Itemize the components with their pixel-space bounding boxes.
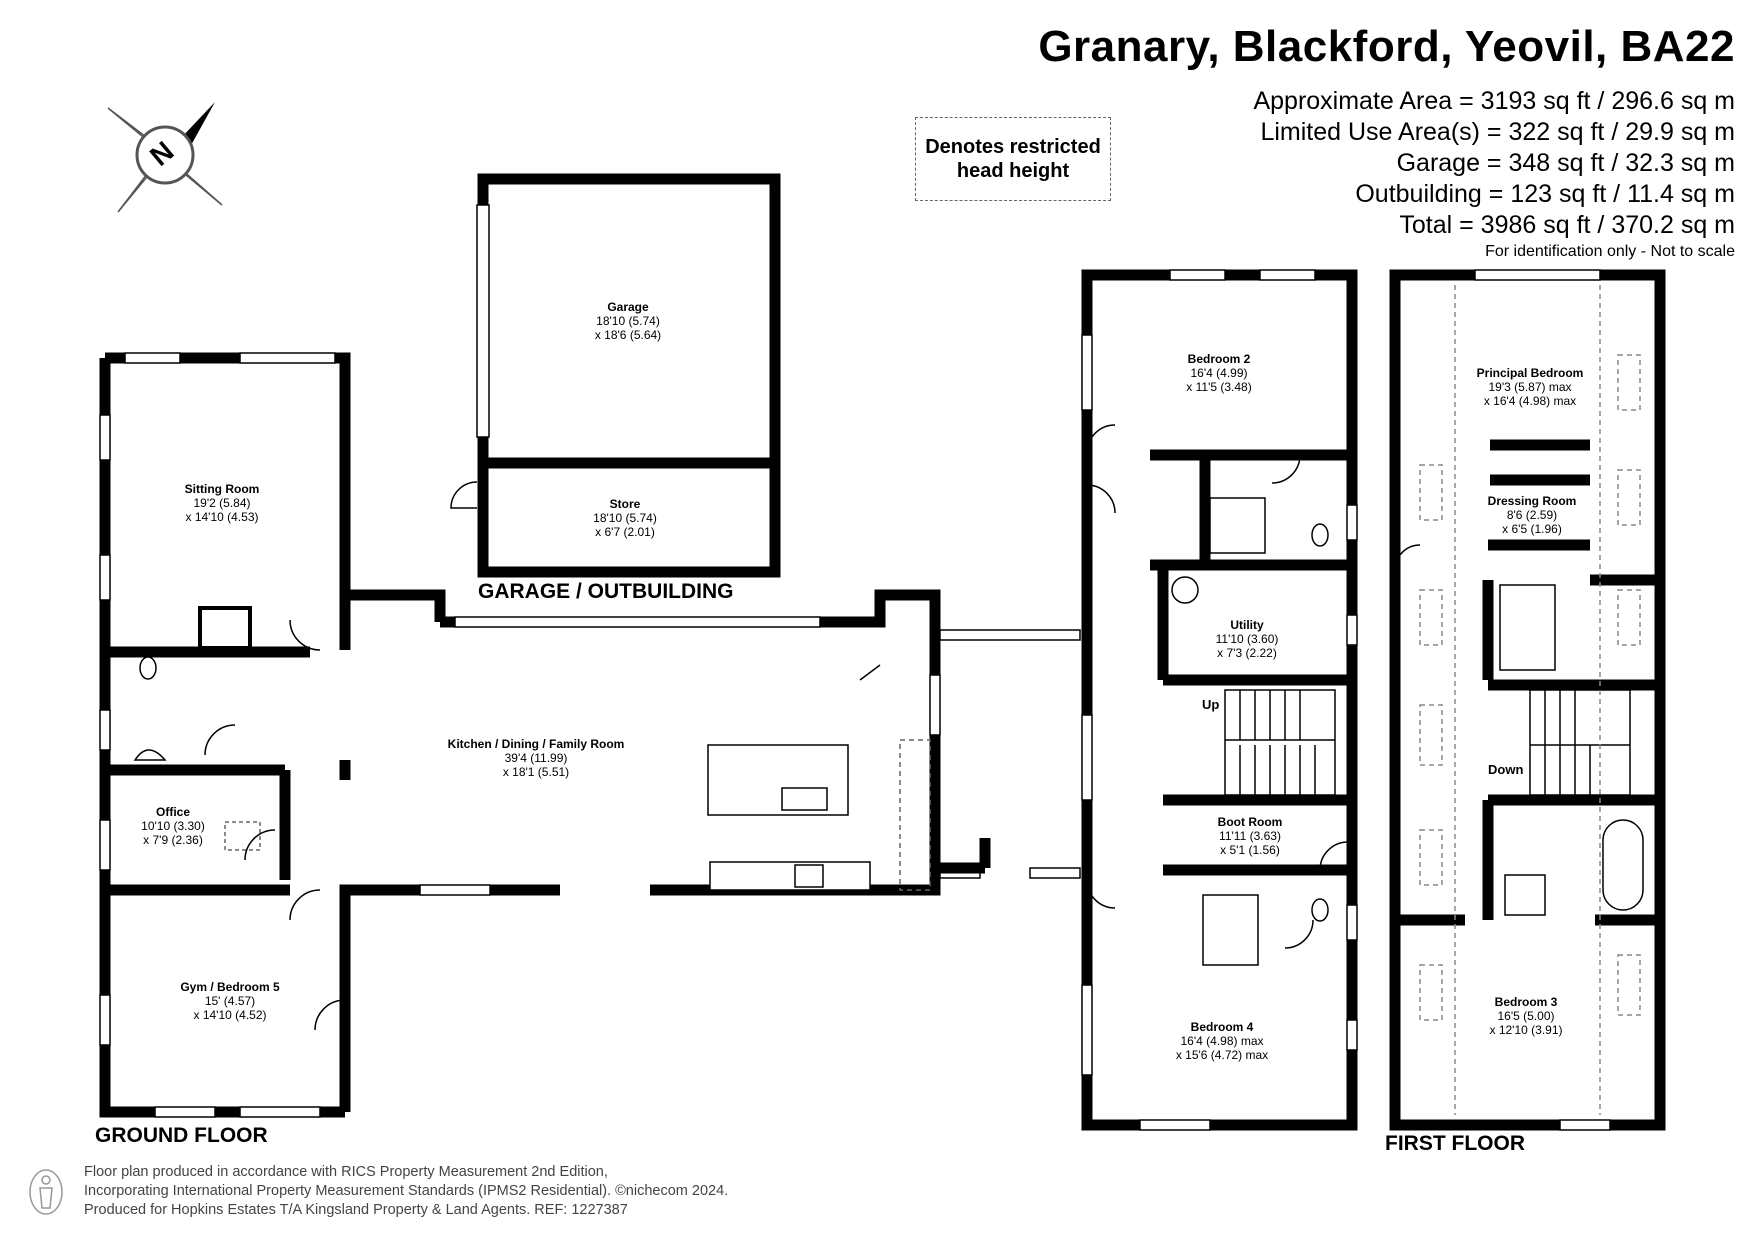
shower-icon <box>1209 497 1266 554</box>
garage-area: Garage = 348 sq ft / 32.3 sq m <box>1396 149 1735 177</box>
footer-line-1: Floor plan produced in accordance with R… <box>84 1164 608 1180</box>
first-right-stairs <box>1529 689 1631 796</box>
first-floor-label: FIRST FLOOR <box>1385 1132 1525 1155</box>
hob-icon <box>794 864 824 888</box>
shower-icon <box>1499 584 1556 671</box>
person-icon <box>29 1169 63 1215</box>
footer-line-3: Produced for Hopkins Estates T/A Kingsla… <box>84 1202 628 1218</box>
first-left-door-swings <box>1086 424 1349 949</box>
ground-floor-label: GROUND FLOOR <box>95 1124 268 1147</box>
fireplace <box>198 606 252 650</box>
area-summary: Approximate Area = 3193 sq ft / 296.6 sq… <box>1253 86 1735 241</box>
garage-outbuilding-label: GARAGE / OUTBUILDING <box>478 580 734 603</box>
footer-notes: Floor plan produced in accordance with R… <box>84 1163 728 1220</box>
legend-line-2: head height <box>956 160 1070 182</box>
stairs <box>1224 689 1336 796</box>
basin-icon <box>133 749 167 761</box>
link-corridor <box>939 629 1081 879</box>
footer-line-2: Incorporating International Property Mea… <box>84 1183 729 1199</box>
approximate-area: Approximate Area = 3193 sq ft / 296.6 sq… <box>1253 87 1735 115</box>
toilet-icon <box>1311 898 1329 922</box>
shower-icon <box>1202 894 1259 966</box>
first-right-windows <box>1474 269 1611 1131</box>
ground-door-swings <box>204 619 881 1031</box>
toilet-icon <box>139 656 157 680</box>
washer-icon <box>1171 576 1199 604</box>
restricted-height-zones <box>1419 285 1641 1115</box>
legend-line-1: Denotes restricted <box>925 136 1101 158</box>
first-right-door-swings <box>1394 544 1421 571</box>
page-title: Granary, Blackford, Yeovil, BA22 <box>1038 22 1735 71</box>
identification-note: For identification only - Not to scale <box>1485 243 1735 260</box>
compass-icon <box>107 102 223 213</box>
link-walls <box>940 838 991 874</box>
restricted-height-zone <box>224 821 261 851</box>
restricted-height-legend: Denotes restricted head height <box>915 117 1111 201</box>
toilet-icon <box>1311 523 1329 547</box>
ground-windows <box>99 352 941 1118</box>
total-area: Total = 3986 sq ft / 370.2 sq m <box>1399 211 1735 239</box>
kitchen-counter <box>709 861 871 891</box>
stairs-up-label: Up <box>1202 697 1220 712</box>
sink-icon <box>781 787 828 811</box>
store-door-swing <box>450 481 478 509</box>
restricted-height-zone <box>899 739 931 891</box>
shower-icon <box>1504 874 1546 916</box>
limited-use-area: Limited Use Area(s) = 322 sq ft / 29.9 s… <box>1260 118 1735 146</box>
first-floor-left-walls <box>1081 269 1358 1131</box>
stairs-down-label: Down <box>1488 762 1524 777</box>
bath-icon <box>1602 819 1644 911</box>
first-left-windows <box>1081 269 1358 1131</box>
garage-door <box>476 204 490 438</box>
outbuilding-area: Outbuilding = 123 sq ft / 11.4 sq m <box>1355 180 1735 208</box>
